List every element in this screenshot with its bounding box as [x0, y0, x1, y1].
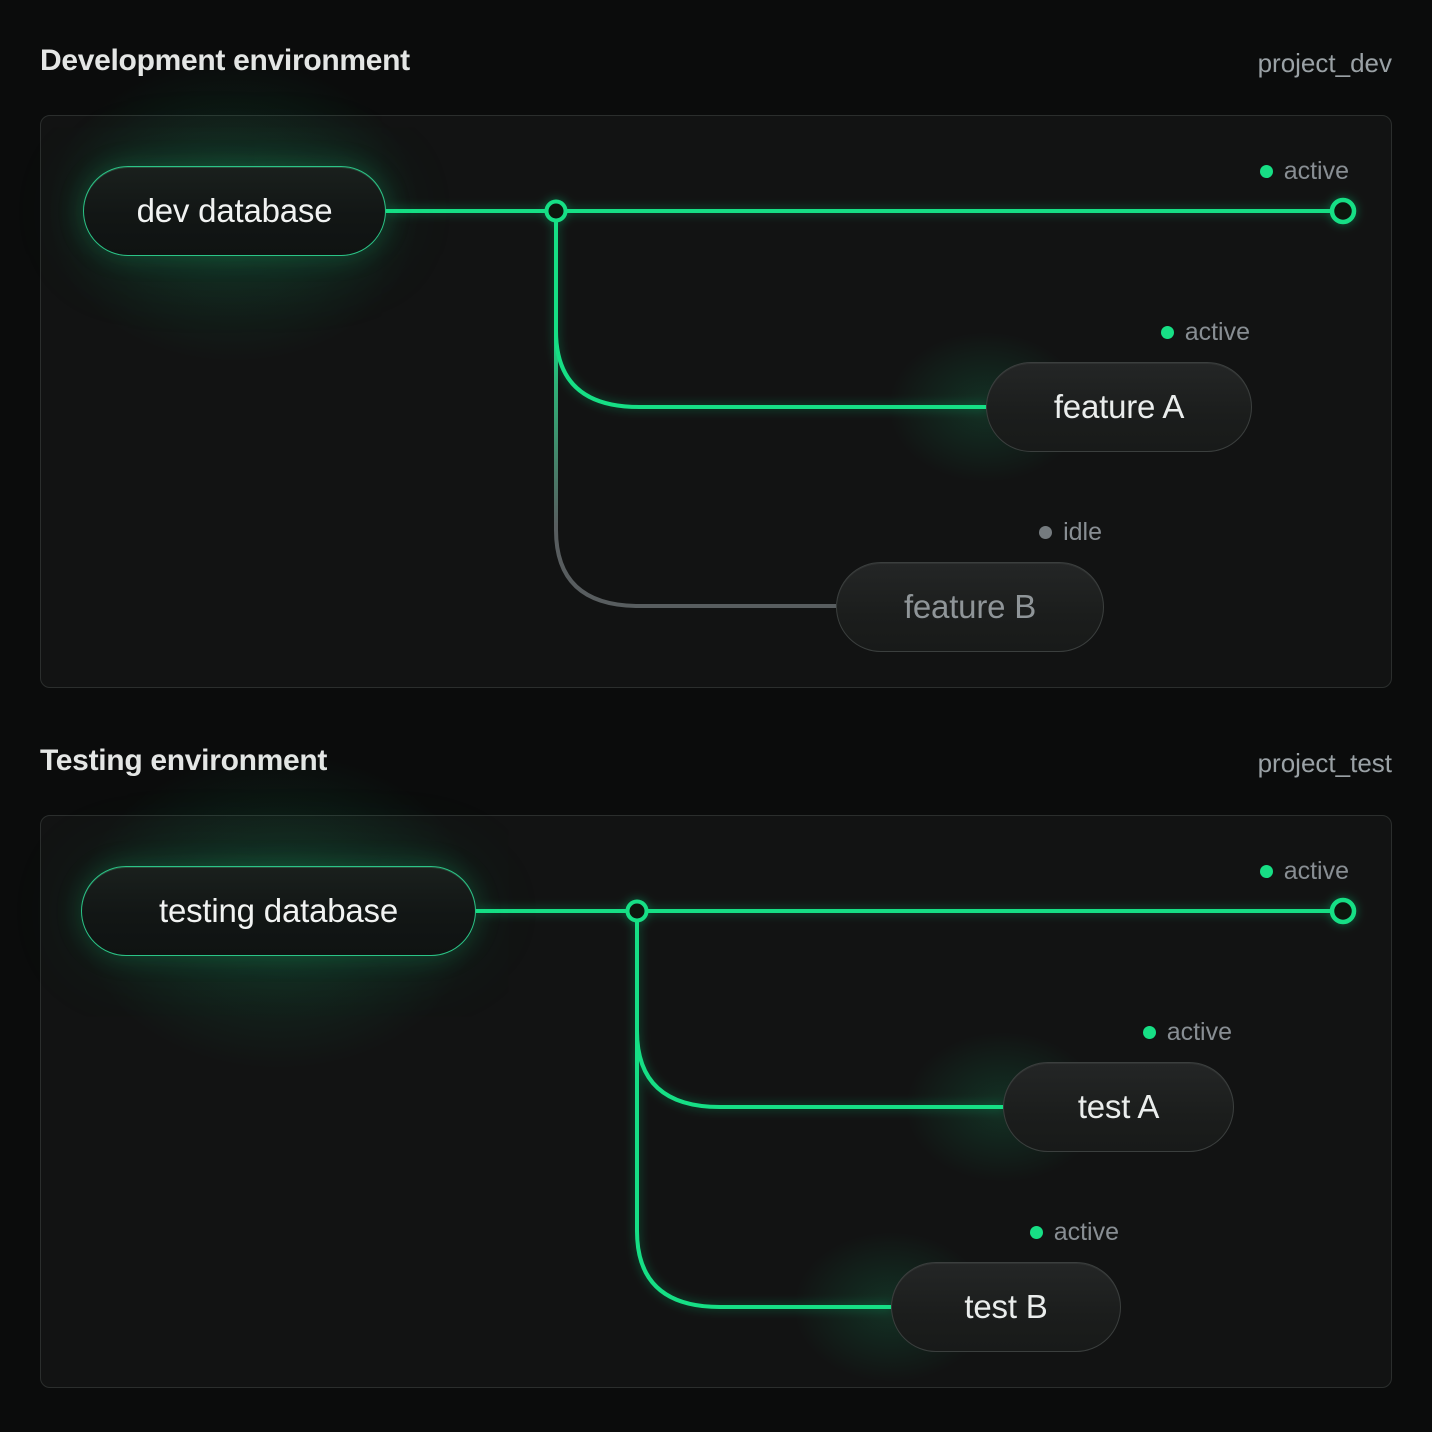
dev-project-label: project_dev: [1257, 48, 1392, 78]
feature-a-status-badge: active: [1160, 317, 1250, 347]
active-status-dot-icon: [1142, 1025, 1156, 1039]
feature-b-status-badge: idle: [1039, 517, 1102, 547]
active-status-dot-icon: [1029, 1225, 1043, 1239]
testing-database-node[interactable]: testing database: [81, 866, 476, 956]
feature-a-label: feature A: [1053, 388, 1185, 425]
main-branch-endpoint-ring: [1329, 197, 1357, 225]
feature-b-label: feature B: [903, 588, 1037, 625]
status-label: active: [1166, 1017, 1232, 1046]
idle-status-dot-icon: [1039, 525, 1053, 539]
branch-line-feature-b: [554, 211, 836, 608]
test-a-label: test A: [1077, 1088, 1160, 1125]
test-b-status-badge: active: [1029, 1217, 1119, 1247]
active-status-dot-icon: [1259, 864, 1273, 878]
testing-database-label: testing database: [159, 892, 398, 929]
branch-line-feature-a: [554, 211, 986, 409]
junction-dot: [544, 199, 568, 223]
status-label: active: [1053, 1217, 1119, 1246]
testing-environment-panel: testing database test A test B active ac…: [0, 691, 1392, 1407]
main-branch-status-badge: active: [1259, 156, 1349, 186]
feature-a-node[interactable]: feature A: [986, 362, 1252, 452]
active-status-dot-icon: [1259, 164, 1273, 178]
status-label: active: [1283, 856, 1349, 885]
branch-line-test-a: [635, 911, 1003, 1109]
main-branch-status-badge: active: [1259, 856, 1349, 886]
dev-database-node[interactable]: dev database: [83, 166, 386, 256]
dev-environment-panel: dev database feature A feature B active …: [0, 1, 1392, 688]
test-project-label: project_test: [1257, 748, 1392, 778]
test-b-node[interactable]: test B: [891, 1262, 1121, 1352]
test-section-title: Testing environment: [40, 744, 328, 777]
active-status-dot-icon: [1160, 325, 1174, 339]
status-label: idle: [1063, 517, 1102, 546]
dev-database-label: dev database: [136, 192, 333, 229]
test-b-label: test B: [964, 1288, 1048, 1325]
status-label: active: [1184, 317, 1250, 346]
main-branch-endpoint-ring: [1329, 897, 1357, 925]
junction-dot: [625, 899, 649, 923]
branch-line-test-b: [635, 911, 891, 1309]
test-a-node[interactable]: test A: [1003, 1062, 1234, 1152]
test-a-status-badge: active: [1142, 1017, 1232, 1047]
status-label: active: [1283, 156, 1349, 185]
feature-b-node[interactable]: feature B: [836, 562, 1104, 652]
dev-section-title: Development environment: [40, 44, 410, 77]
